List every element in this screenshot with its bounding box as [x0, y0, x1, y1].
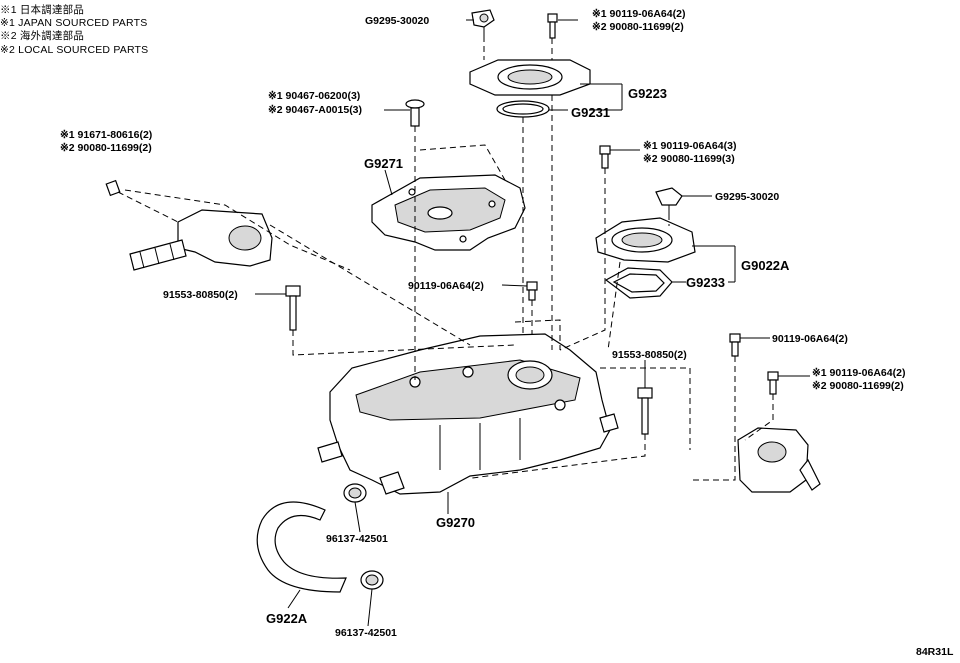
clamp-lower-illustration: [360, 570, 384, 590]
bolt-top-illustration: [547, 13, 558, 39]
bolt-far-right-illustration: [729, 333, 779, 395]
connector-lines: [117, 19, 810, 627]
sensor-top-illustration: [471, 9, 495, 36]
callout-labels: G9295-30020 ※1 90119-06A64(2) ※2 90080-1…: [60, 8, 954, 658]
clamp-upper-illustration: [343, 483, 367, 503]
legend-line-1: ※1 日本調達部品: [0, 4, 85, 16]
label-bolt-top-1: ※1 90119-06A64(2): [592, 8, 685, 20]
label-g9022a: G9022A: [741, 258, 790, 273]
label-clamp-upper: 96137-42501: [326, 533, 388, 545]
legend-line-3: ※2 海外調達部品: [0, 30, 85, 43]
gasket-g9231-illustration: [496, 100, 550, 118]
cover-g9271-illustration: [371, 174, 526, 251]
label-bolt-mid: 91553-80850(2): [612, 349, 687, 361]
bolt-left-illustration: [285, 285, 301, 331]
bolt-right-illustration: [599, 145, 611, 169]
label-bolt-right-1: ※1 90119-06A64(3): [643, 140, 736, 152]
label-bolt-left: 91553-80850(2): [163, 289, 238, 301]
label-g9271: G9271: [364, 156, 403, 171]
nut-left-illustration: [105, 179, 121, 197]
sensor-right-illustration: [655, 187, 683, 214]
label-bolt-far-right-1: ※1 90119-06A64(2): [812, 367, 905, 379]
label-g9270: G9270: [436, 515, 475, 530]
label-bolt-top-2: ※2 90080-11699(2): [592, 21, 684, 33]
label-g922a: G922A: [266, 611, 308, 626]
legend: ※1 日本調達部品 ※1 JAPAN SOURCED PARTS ※2 海外調達…: [0, 4, 148, 57]
label-g9233: G9233: [686, 275, 725, 290]
label-g9295-top: G9295-30020: [365, 15, 429, 27]
label-g9223: G9223: [628, 86, 667, 101]
clip-illustration: [405, 99, 425, 127]
label-clip-2: ※2 90467-A0015(3): [268, 104, 362, 116]
bolt-center-illustration: [526, 281, 538, 301]
actuator-right-illustration: [737, 427, 821, 493]
label-nut-2: ※2 90080-11699(2): [60, 142, 152, 154]
label-clamp-lower: 96137-42501: [335, 627, 397, 639]
inverter-body-illustration: [317, 333, 619, 495]
actuator-left-illustration: [129, 209, 273, 271]
legend-line-4: ※2 LOCAL SOURCED PARTS: [0, 43, 149, 56]
label-bolt-far-right-2: ※2 90080-11699(2): [812, 380, 904, 392]
label-clip-1: ※1 90467-06200(3): [268, 90, 360, 102]
plate-g9223-illustration: [469, 59, 591, 96]
hose-g922a-illustration: [256, 501, 347, 593]
label-bolt-center: 90119-06A64(2): [408, 280, 484, 292]
legend-line-2: ※1 JAPAN SOURCED PARTS: [0, 17, 148, 30]
label-bolt-far-right: 90119-06A64(2): [772, 333, 848, 345]
bolt-mid-illustration: [637, 387, 653, 435]
label-bolt-right-2: ※2 90080-11699(3): [643, 153, 735, 165]
label-g9295-right: G9295-30020: [715, 191, 779, 203]
label-nut-1: ※1 91671-80616(2): [60, 129, 152, 141]
plate-g9022a-illustration: [595, 217, 696, 263]
label-g9231: G9231: [571, 105, 610, 120]
figure-code: 84R31L: [916, 646, 954, 658]
